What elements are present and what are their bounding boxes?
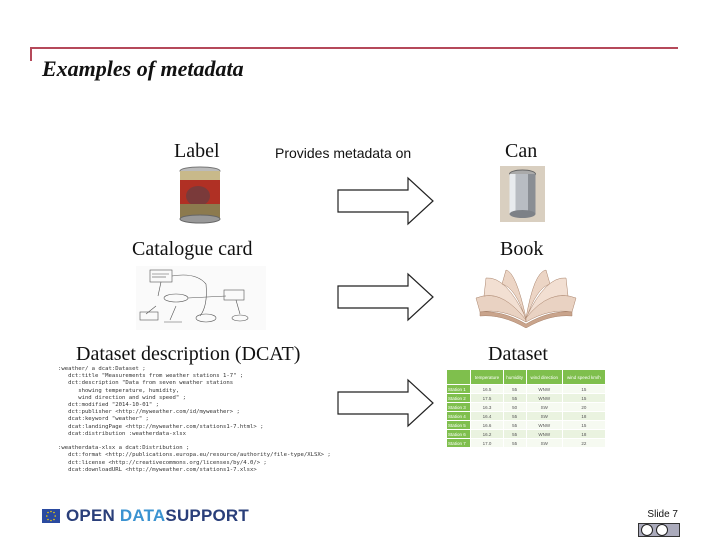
dataset-description-text: Dataset description (DCAT) <box>76 343 301 365</box>
table-cell: Station 6 <box>445 429 472 439</box>
catalogue-card-image <box>136 266 266 330</box>
table-cell: 55 <box>502 420 527 430</box>
eu-flag-icon <box>42 509 60 523</box>
dataset-text: Dataset <box>488 343 548 365</box>
table-cell: 15 <box>561 393 607 403</box>
table-header-cell: wind direction <box>525 369 563 385</box>
table-cell: 16.5 <box>470 384 504 394</box>
table-row: Station 7 17.0 55 SW 22 <box>445 438 607 448</box>
table-cell: SW <box>525 402 563 412</box>
table-cell: 15 <box>561 420 607 430</box>
table-cell: 16.2 <box>470 429 504 439</box>
table-cell: WNW <box>525 420 563 430</box>
slide-number: Slide 7 <box>647 509 678 520</box>
table-cell: Station 3 <box>445 402 472 412</box>
table-cell: 55 <box>502 393 527 403</box>
label-text: Label <box>174 140 220 162</box>
open-data-support-logo: OPEN DATASUPPORT <box>42 506 249 526</box>
table-cell: 16.3 <box>470 402 504 412</box>
table-cell: 55 <box>502 411 527 421</box>
logo-open-text: OPEN <box>66 506 120 525</box>
can-text: Can <box>505 140 538 162</box>
table-header-cell: humidity <box>502 369 527 385</box>
table-header-row: temperature humidity wind direction wind… <box>445 369 607 385</box>
table-cell: WNW <box>525 393 563 403</box>
frame-left-line <box>30 47 32 61</box>
table-row: Station 5 16.6 55 WNW 15 <box>445 420 607 430</box>
table-cell: SW <box>525 438 563 448</box>
table-row: Station 2 17.5 55 WNW 15 <box>445 393 607 403</box>
dcat-code-snippet: :weather/ a dcat:Dataset ; dct:title "Me… <box>58 366 331 473</box>
table-cell: 55 <box>502 438 527 448</box>
table-cell: 50 <box>502 402 527 412</box>
cc-by-icon <box>656 524 668 536</box>
can-label-image <box>178 166 222 224</box>
book-image <box>472 268 580 329</box>
table-cell: 55 <box>502 384 527 394</box>
table-header-cell: temperature <box>470 369 504 385</box>
table-row: Station 4 16.4 55 SW 18 <box>445 411 607 421</box>
table-cell: Station 4 <box>445 411 472 421</box>
table-row: Station 3 16.3 50 SW 20 <box>445 402 607 412</box>
slide-title: Examples of metadata <box>42 56 244 81</box>
table-row: Station 1 16.5 55 WNW 15 <box>445 384 607 394</box>
logo-support-text: SUPPORT <box>165 506 249 525</box>
table-cell: WNW <box>525 429 563 439</box>
table-cell: WNW <box>525 384 563 394</box>
cc-icon <box>641 524 653 536</box>
table-cell: 17.5 <box>470 393 504 403</box>
frame-top-line <box>30 47 678 49</box>
table-cell: 18 <box>561 429 607 439</box>
table-header-cell: wind speed km/h <box>561 369 607 385</box>
book-text: Book <box>500 238 544 260</box>
table-cell: 15 <box>561 384 607 394</box>
arrow-icon <box>337 176 434 226</box>
table-cell: 22 <box>561 438 607 448</box>
can-image <box>500 166 545 222</box>
provides-metadata-label: Provides metadata on <box>275 145 412 161</box>
table-cell: 16.4 <box>470 411 504 421</box>
logo-data-text: DATA <box>119 506 166 525</box>
table-cell: Station 1 <box>445 384 472 394</box>
table-cell: SW <box>525 411 563 421</box>
dataset-table: temperature humidity wind direction wind… <box>445 369 607 448</box>
table-cell: Station 7 <box>445 438 472 448</box>
catalogue-card-text: Catalogue card <box>132 238 253 260</box>
table-cell: Station 5 <box>445 420 472 430</box>
table-row: Station 6 16.2 55 WNW 18 <box>445 429 607 439</box>
table-cell: Station 2 <box>445 393 472 403</box>
table-cell: 18 <box>561 411 607 421</box>
table-header-cell <box>445 369 472 385</box>
table-cell: 17.0 <box>470 438 504 448</box>
table-cell: 16.6 <box>470 420 504 430</box>
creative-commons-badge <box>638 523 680 537</box>
table-cell: 55 <box>502 429 527 439</box>
table-cell: 20 <box>561 402 607 412</box>
arrow-icon <box>337 272 434 322</box>
arrow-icon <box>337 378 434 428</box>
